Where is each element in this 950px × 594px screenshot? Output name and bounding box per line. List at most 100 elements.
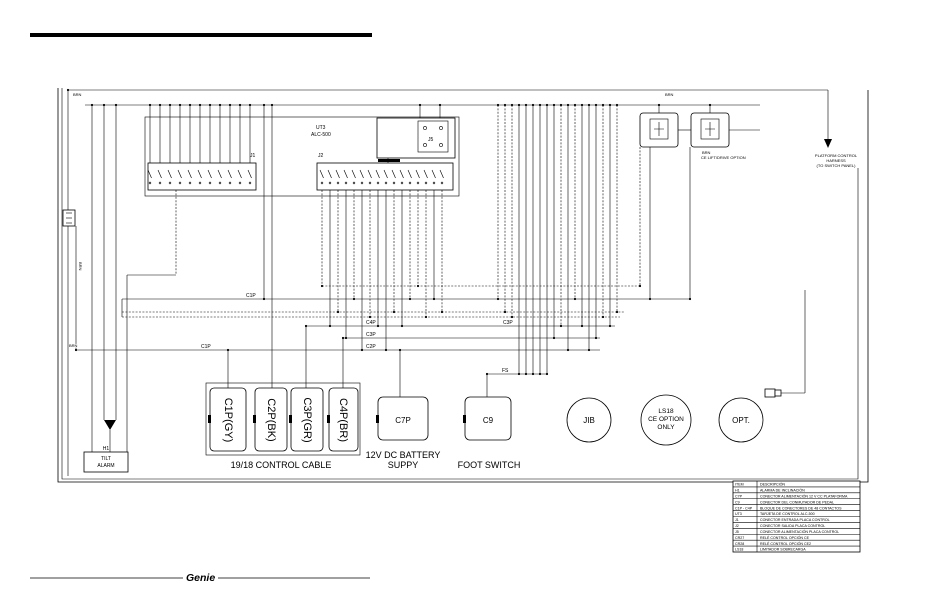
junction-dot — [517, 372, 521, 376]
connector-pin-socket — [188, 181, 192, 185]
connector-pin-socket — [178, 181, 182, 185]
connector-pin-socket — [424, 181, 428, 185]
connector-pin — [359, 169, 364, 179]
wire-labels: BRN BRN BRN BRN C1P C4P C3P C3P C2P C1P … — [68, 92, 674, 375]
junction-dot — [648, 297, 652, 301]
connector-pin — [237, 169, 242, 179]
legend-item-description: LIMITADOR SOBRECARGA — [760, 548, 806, 552]
junction-dot — [270, 103, 274, 107]
junction-dot — [188, 103, 192, 107]
connector-pin — [147, 169, 152, 179]
legend-header-description: DESCRIPCIÓN — [760, 482, 785, 487]
connector-pin — [415, 169, 420, 179]
relay-cr28-coil — [700, 118, 720, 140]
battery-supply: C7P 12V DC BATTERY SUPPY — [366, 396, 440, 470]
legend-item-description: ALARMA DE INCLINACIÓN — [760, 488, 805, 493]
connector-c3p-label: C3P(GR) — [301, 397, 313, 442]
harness-connector-plug — [774, 389, 782, 397]
connector-pin — [187, 169, 192, 179]
bus-label-c3p: C3P — [503, 320, 513, 326]
legend-item-id: CR27 — [735, 536, 744, 540]
junction-dot — [566, 348, 570, 352]
wire-label-brn: BRN — [665, 92, 674, 97]
junction-dots — [66, 88, 712, 376]
junction-dot — [102, 103, 106, 107]
harness-connector — [764, 388, 782, 398]
connector-pins — [147, 169, 444, 185]
j2-label: J2 — [318, 153, 324, 159]
junction-dot — [601, 103, 605, 107]
bus-label-c3p: C3P — [366, 332, 376, 338]
tilt-alarm-id: H1 — [103, 446, 110, 452]
connector-pin-socket — [198, 181, 202, 185]
junction-dot — [416, 284, 420, 288]
junction-dot — [352, 297, 356, 301]
legend-item-description: BLOQUE DE CONECTORES DE 48 CONTACTOS — [760, 506, 842, 510]
junction-dot — [638, 284, 642, 288]
junction-dot — [320, 284, 324, 288]
connector-pin-socket — [238, 181, 242, 185]
foot-switch: C9 FOOT SWITCH — [458, 396, 520, 470]
legend-item-id: C9 — [735, 500, 740, 504]
junction-dot — [168, 103, 172, 107]
connector-pin-socket — [416, 181, 420, 185]
platform-harness-label: PLATFORM CONTROL HARNESS (TO SWITCH PANE… — [815, 153, 858, 168]
control-cable-outline — [205, 382, 361, 456]
control-cable-label: 19/18 CONTROL CABLE — [231, 460, 332, 470]
junction-dot — [418, 103, 422, 107]
junction-dot — [158, 103, 162, 107]
junction-dot — [440, 310, 444, 314]
junction-dot — [524, 103, 528, 107]
connector-pin — [439, 169, 444, 179]
relay-wire-label: BRN — [702, 150, 711, 155]
junction-dot — [408, 297, 412, 301]
battery-label: SUPPY — [388, 460, 419, 470]
junction-dot — [341, 336, 345, 340]
connector-pin — [383, 169, 388, 179]
legend-item-id: J2 — [735, 524, 739, 528]
diagram-frame — [57, 88, 869, 483]
frame-inner-line — [61, 88, 859, 480]
junction-dot — [438, 103, 442, 107]
relays: BRN CE LIFT/DRIVE OPTION — [639, 112, 746, 160]
wires — [67, 89, 829, 476]
harness-label-line: HARNESS — [826, 158, 846, 163]
legend-item-description: CONECTOR ENTRADA PLACA CONTROL — [760, 518, 830, 522]
junction-dot — [360, 348, 364, 352]
frame-outer-line — [57, 88, 869, 483]
legend-item-description: CONECTOR ALIMENTACIÓN PLACA CONTROL — [760, 529, 839, 534]
j5-terminal — [423, 143, 427, 147]
connector-pin — [207, 169, 212, 179]
bus-label-c1p: C1P — [246, 293, 256, 299]
junction-dot — [510, 315, 514, 319]
junction-dot — [226, 348, 230, 352]
tilt-alarm-h1: H1 TILT ALARM — [83, 420, 129, 473]
junction-dot — [608, 103, 612, 107]
junction-dot — [384, 348, 388, 352]
junction-dot — [208, 103, 212, 107]
junction-dot — [90, 103, 94, 107]
connector-pin-socket — [228, 181, 232, 185]
connector-pin-socket — [384, 181, 388, 185]
control-board-ut3: UT3 ALC-500 J1 J2 J5 — [144, 116, 460, 197]
legend-item-id: C1P - C4P — [735, 506, 753, 510]
connector-pin — [431, 169, 436, 179]
relay-cr27-contacts-icon — [654, 122, 664, 136]
junction-dot — [545, 372, 549, 376]
junction-dot — [524, 372, 528, 376]
connector-latch-icon — [463, 415, 466, 423]
j2-connector-strip — [316, 162, 454, 191]
connector-pin-socket — [248, 181, 252, 185]
connector-pin-socket — [208, 181, 212, 185]
connector-pin — [157, 169, 162, 179]
relay-cr27-coil — [649, 118, 669, 140]
junction-dot — [336, 310, 340, 314]
board-model: ALC-500 — [311, 132, 331, 138]
junction-dot — [328, 324, 332, 328]
connector-pin — [367, 169, 372, 179]
junction-dot — [262, 297, 266, 301]
connector-pin-socket — [352, 181, 356, 185]
junction-dot — [517, 103, 521, 107]
junction-dot — [601, 315, 605, 319]
